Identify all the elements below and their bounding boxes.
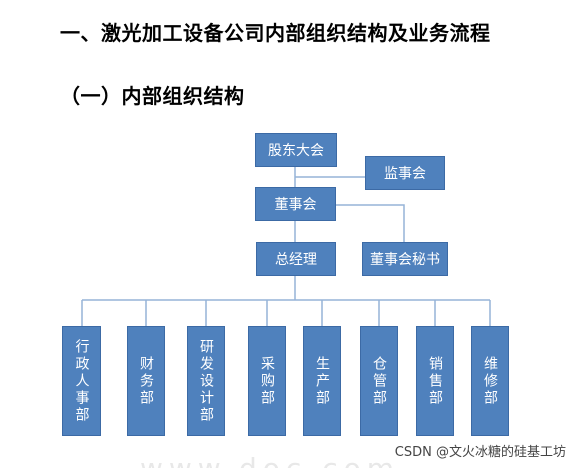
department-sales: 销售部 — [416, 326, 454, 436]
board-secretary-box: 董事会秘书 — [362, 242, 448, 276]
department-procurement: 采购部 — [248, 326, 286, 436]
connector-secretary — [336, 204, 405, 242]
page-title: 一、激光加工设备公司内部组织结构及业务流程 — [60, 21, 491, 45]
department-maintenance: 维修部 — [471, 326, 509, 436]
board-of-directors-box: 董事会 — [255, 187, 336, 221]
section-subtitle: （一）内部组织结构 — [60, 84, 245, 108]
department-warehouse: 仓管部 — [360, 326, 398, 436]
department-production: 生产部 — [303, 326, 341, 436]
csdn-watermark: CSDN @文火冰糖的硅基工坊 — [394, 441, 566, 460]
general-manager-box: 总经理 — [256, 242, 336, 276]
supervisory-board-box: 监事会 — [365, 156, 445, 190]
department-admin-hr: 行政人事部 — [62, 326, 101, 436]
department-finance: 财务部 — [127, 326, 165, 436]
shareholders-meeting-box: 股东大会 — [255, 133, 337, 167]
department-rnd-design: 研发设计部 — [187, 326, 225, 436]
faded-background-url: www.doc.com — [140, 452, 400, 468]
